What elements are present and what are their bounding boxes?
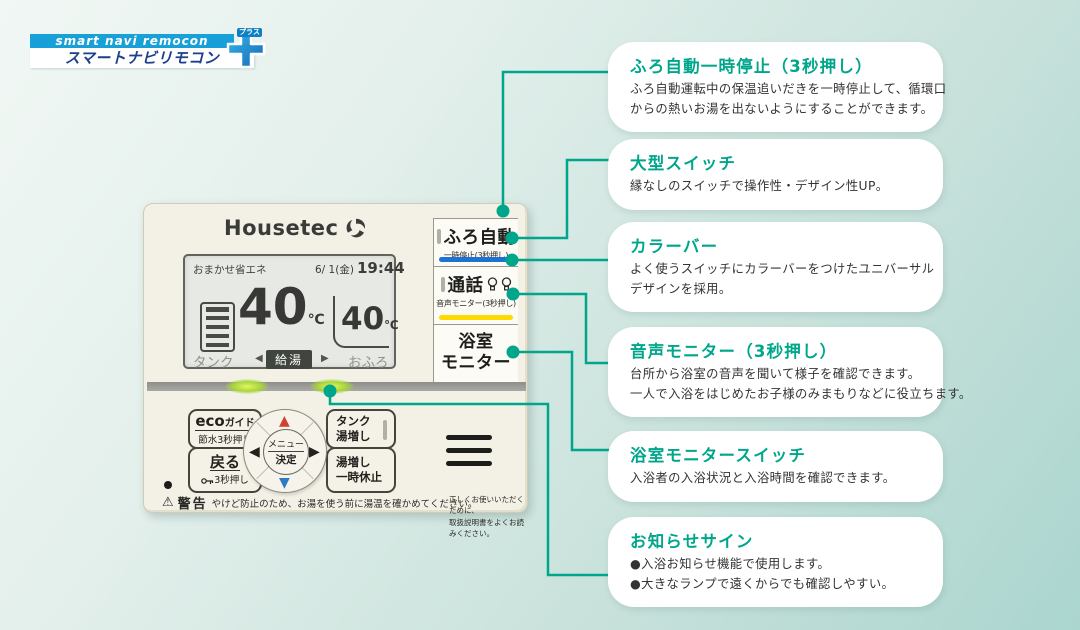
refill-pause-button[interactable]: 湯増し一時休止	[326, 447, 396, 493]
callout-title: 浴室モニタースイッチ	[630, 446, 807, 465]
lcd-display: おまかせ省エネ 6/ 1(金) 19:44 40℃ 40℃ タンク ◀ 給湯 ▶…	[183, 254, 405, 371]
tsuwa-lamp	[440, 277, 445, 292]
menu-ok-button[interactable]: メニュー 決定	[263, 429, 309, 475]
brand-name: Housetec	[224, 216, 339, 240]
display-mode-text: おまかせ省エネ	[193, 264, 267, 276]
callout-title: 音声モニター（3秒押し）	[630, 342, 838, 361]
tank-refill-button[interactable]: タンク湯増し	[326, 409, 396, 449]
connector-line	[513, 350, 614, 452]
bulb-icon	[487, 277, 497, 291]
right-arrow-button[interactable]: ▶	[309, 444, 320, 460]
connector-line	[513, 292, 614, 365]
callout-bathroom-monitor-switch: 浴室モニタースイッチ 入浴者の入浴状況と入浴時間を確認できます。	[608, 431, 943, 502]
callout-notice-sign: お知らせサイン ●入浴お知らせ機能で使用します。 ●大きなランプで遠くからでも確…	[608, 517, 943, 608]
manual-note: 正しくお使いいただくために、 取扱説明書をよくお読みください。	[449, 495, 524, 538]
warning-text: ⚠ 警告 やけど防止のため、お湯を使う前に湯温を確かめてください。	[162, 495, 478, 512]
down-arrow-button[interactable]: ▼	[279, 475, 290, 491]
logo-english-text: smart navi remocon	[30, 34, 234, 49]
yellow-color-bar	[439, 315, 513, 320]
connector-dot	[505, 231, 519, 245]
tank-refill-lamp	[383, 420, 387, 440]
brand-logo: Housetec	[224, 216, 404, 240]
connector-dot	[505, 253, 519, 267]
connector-dot	[323, 384, 337, 398]
callout-voice-monitor: 音声モニター（3秒押し） 台所から浴室の音声を聞いて様子を確認できます。 一人で…	[608, 327, 971, 418]
callout-large-switch: 大型スイッチ 縁なしのスイッチで操作性・デザイン性UP。	[608, 139, 943, 210]
tsuwa-button[interactable]: 通話 音声モニター(3秒押し)	[434, 267, 518, 325]
speaker-icon	[446, 435, 492, 474]
connector-dot	[506, 345, 520, 359]
connector-line	[328, 391, 614, 577]
tank-label: タンク	[193, 355, 234, 371]
up-arrow-button[interactable]: ▲	[279, 413, 290, 429]
callout-title: ふろ自動一時停止（3秒押し）	[630, 57, 873, 76]
display-date: 6/ 1(金)	[315, 264, 354, 276]
connector-line	[512, 158, 614, 240]
callout-furo-auto-pause: ふろ自動一時停止（3秒押し） ふろ自動運転中の保温追いだきを一時停止して、循環口…	[608, 42, 946, 133]
back-button[interactable]: 戻る 3秒押し	[188, 447, 262, 493]
microphone-dot	[164, 481, 172, 489]
connector-dot	[506, 287, 520, 301]
callout-title: 大型スイッチ	[630, 154, 737, 173]
callout-color-bar: カラーバー よく使うスイッチにカラーバーをつけたユニバーサル デザインを採用。	[608, 222, 943, 313]
remote-panel: Housetec おまかせ省エネ 6/ 1(金) 19:44 40℃ 40℃ タ…	[143, 203, 528, 538]
tank-level-icon	[200, 302, 235, 352]
callout-title: カラーバー	[630, 237, 719, 256]
plus-label: プラス	[237, 28, 262, 37]
bulb-icon	[501, 277, 511, 291]
bath-temperature: 40℃	[341, 301, 399, 337]
display-time: 19:44	[357, 259, 405, 277]
key-icon	[201, 477, 214, 484]
furo-auto-lamp	[436, 229, 441, 244]
right-arrow-icon: ▶	[321, 353, 329, 364]
blue-color-bar	[439, 257, 513, 262]
logo-japanese-text: スマートナビリモコン	[30, 48, 254, 68]
furo-auto-button[interactable]: ふろ自動 一時停止(3秒押し)	[434, 219, 518, 267]
left-arrow-button[interactable]: ◀	[249, 444, 260, 460]
selected-mode-badge: 給湯	[266, 350, 313, 369]
supply-temperature: 40℃	[238, 278, 325, 336]
connector-dot	[496, 204, 510, 218]
callout-title: お知らせサイン	[630, 532, 754, 551]
bathroom-monitor-button[interactable]: 浴室モニター	[441, 332, 511, 374]
direction-pad: ▲ ▼ ◀ ▶ メニュー 決定	[243, 409, 327, 493]
connector-line	[501, 70, 614, 211]
switch-column: ふろ自動 一時停止(3秒押し) 通話 音声モニター(3秒押し) 浴室モニター	[433, 218, 518, 384]
plus-icon	[226, 29, 266, 69]
bath-bracket-line	[333, 296, 389, 348]
housetec-swirl-icon	[347, 218, 366, 238]
bath-label: おふろ	[348, 355, 389, 371]
left-arrow-icon: ◀	[255, 353, 263, 364]
warning-triangle-icon: ⚠	[162, 495, 174, 510]
led-glow	[225, 379, 269, 394]
smart-navi-remocon-logo: smart navi remocon スマートナビリモコン プラス	[30, 27, 270, 73]
